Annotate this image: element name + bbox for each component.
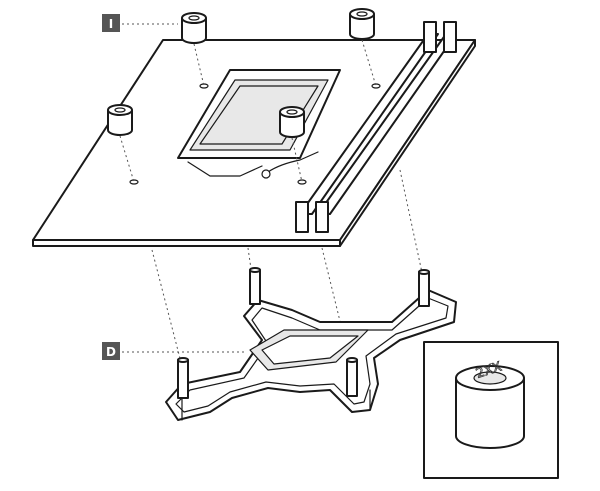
standoff-2 (349, 8, 375, 40)
ram-clip-bottom-1 (295, 201, 309, 233)
label-standoffs: I (102, 14, 120, 32)
socket-bracket (187, 161, 263, 177)
motherboard-edge (32, 239, 341, 247)
backplate-pin-left-front (177, 357, 189, 399)
socket-lever-end (261, 169, 271, 179)
backplate-rim (175, 297, 449, 413)
motherboard-side-edge (339, 39, 476, 247)
backplate (165, 289, 457, 421)
ram-clip-bottom-2 (315, 201, 329, 233)
backplate-pin-right-back (418, 269, 430, 307)
ram-slots (295, 21, 457, 233)
ram-clip-top-2 (443, 21, 457, 53)
standoff-1 (181, 12, 207, 44)
mounting-hole-4 (297, 179, 307, 185)
standoff-3 (107, 104, 133, 136)
mounting-holes (129, 83, 381, 185)
standoff-4 (279, 106, 305, 138)
ram-clip-top-1 (423, 21, 437, 53)
mounting-hole-3 (129, 179, 139, 185)
inset-panel: 2XX (423, 341, 559, 479)
backplate-pin-left-back (249, 267, 261, 305)
mounting-hole-2 (371, 83, 381, 89)
inset-standoff (455, 365, 525, 449)
backplate-center-inner (261, 335, 359, 365)
backplate-pin-right-front (346, 357, 358, 397)
socket-inner (199, 85, 319, 145)
label-standoffs-text: I (109, 17, 113, 31)
label-backplate: D (102, 342, 120, 360)
label-backplate-text: D (106, 345, 116, 359)
socket-lever (267, 151, 319, 173)
